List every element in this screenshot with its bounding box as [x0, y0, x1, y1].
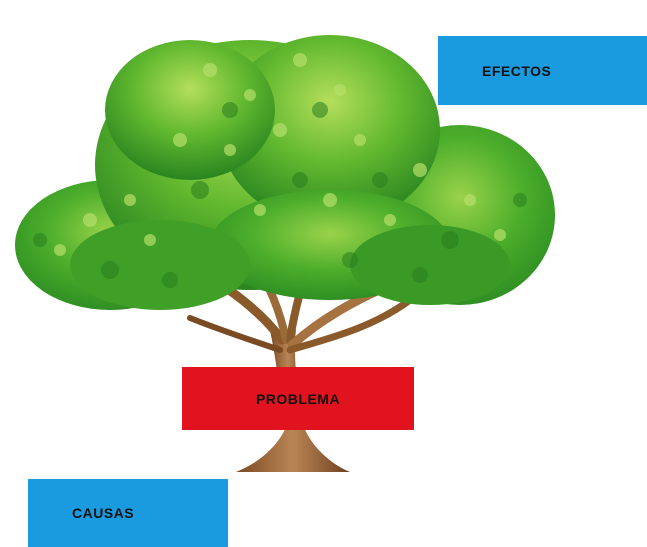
- causes-box: CAUSAS: [28, 479, 228, 547]
- effects-box: EFECTOS: [438, 36, 647, 105]
- effects-label: EFECTOS: [482, 62, 552, 79]
- problem-box: PROBLEMA: [182, 367, 414, 430]
- tree-foliage: [15, 35, 555, 310]
- problem-label: PROBLEMA: [255, 390, 341, 407]
- causes-label: CAUSAS: [72, 505, 135, 521]
